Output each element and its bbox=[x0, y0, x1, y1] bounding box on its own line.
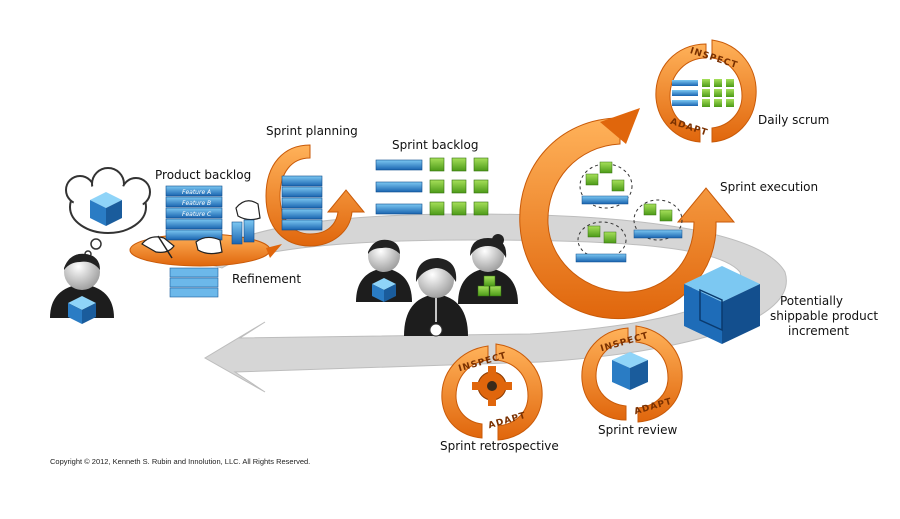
feature-c-label: Feature C bbox=[182, 211, 212, 218]
planning-blocks-icon bbox=[281, 175, 323, 231]
sprint-execution-label: Sprint execution bbox=[720, 180, 818, 194]
refinement-hands-icon bbox=[141, 200, 261, 259]
team-member-left-icon bbox=[356, 239, 412, 302]
execution-tasks-icon bbox=[575, 161, 683, 263]
feature-b-label: Feature B bbox=[182, 200, 211, 207]
product-owner-person-icon bbox=[50, 253, 114, 324]
team-member-right-icon bbox=[458, 234, 518, 304]
backlog-item-stack: Feature A Feature B Feature C bbox=[165, 185, 223, 241]
feature-a-label: Feature A bbox=[182, 189, 211, 196]
gear-icon bbox=[472, 366, 512, 406]
increment-label-line3: increment bbox=[788, 324, 849, 338]
refinement-label: Refinement bbox=[232, 272, 301, 286]
sprint-backlog-grid-icon bbox=[375, 157, 489, 216]
thought-cloud bbox=[65, 167, 151, 258]
daily-scrum-grid-icon bbox=[672, 79, 734, 107]
daily-scrum-label: Daily scrum bbox=[758, 113, 829, 127]
sprint-retrospective: INSPECT ADAPT Sprint retrospective bbox=[440, 343, 559, 453]
product-backlog-label: Product backlog bbox=[155, 168, 251, 182]
review-cube-icon bbox=[612, 352, 648, 390]
copyright-notice: Copyright © 2012, Kenneth S. Rubin and I… bbox=[50, 457, 310, 466]
sprint-review: INSPECT ADAPT Sprint review bbox=[581, 325, 683, 437]
sprint-planning-label: Sprint planning bbox=[266, 124, 358, 138]
product-increment: Potentially shippable product increment bbox=[684, 266, 878, 344]
development-team bbox=[356, 234, 518, 337]
increment-label-line2: shippable product bbox=[770, 309, 878, 323]
sprint-planning: Sprint planning bbox=[265, 124, 366, 247]
sprint-review-label: Sprint review bbox=[598, 423, 677, 437]
increment-cube-icon bbox=[684, 266, 760, 344]
daily-scrum: INSPECT ADAPT Daily scrum bbox=[655, 39, 829, 143]
sprint-retrospective-label: Sprint retrospective bbox=[440, 439, 559, 453]
idea-cube-icon bbox=[90, 192, 122, 226]
sprint-backlog-label: Sprint backlog bbox=[392, 138, 478, 152]
sprint-backlog: Sprint backlog bbox=[375, 138, 489, 216]
product-backlog: Feature A Feature B Feature C Product ba… bbox=[50, 167, 301, 324]
scrum-master-icon bbox=[404, 258, 468, 337]
sprint-execution: Sprint execution bbox=[519, 108, 818, 320]
increment-label-line1: Potentially bbox=[780, 294, 843, 308]
backlog-base-stack bbox=[169, 267, 219, 298]
